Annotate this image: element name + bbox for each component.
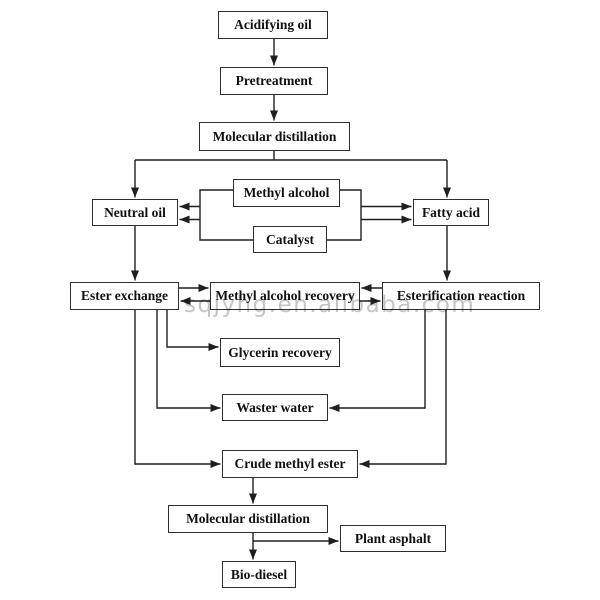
connector-methyl-catalyst-right-bracket: [327, 189, 412, 241]
node-methyl-alcohol-recovery: Methyl alcohol recovery: [210, 282, 360, 310]
connector-ester-to-waster: [156, 310, 221, 412]
node-fatty-acid: Fatty acid: [413, 199, 489, 226]
node-crude-methyl-ester: Crude methyl ester: [222, 450, 358, 478]
connector-ester-recovery-bidirectional: [179, 284, 210, 305]
connector-esterification-to-crude: [359, 310, 447, 468]
node-neutral-oil: Neutral oil: [92, 199, 178, 226]
node-glycerin-recovery: Glycerin recovery: [220, 338, 340, 367]
node-plant-asphalt: Plant asphalt: [340, 525, 446, 552]
node-bio-diesel: Bio-diesel: [222, 561, 296, 588]
connector-esterification-to-waster: [329, 310, 426, 412]
node-pretreatment: Pretreatment: [220, 67, 328, 95]
node-ester-exchange: Ester exchange: [70, 282, 179, 310]
node-molecular-distillation-1: Molecular distillation: [199, 122, 350, 151]
connector-distillation-split: [131, 151, 451, 198]
node-esterification-reaction: Esterification reaction: [382, 282, 540, 310]
connector-methyl-catalyst-left-bracket: [179, 189, 253, 241]
node-molecular-distillation-2: Molecular distillation: [168, 505, 328, 533]
connector-esterification-recovery-bidirectional: [360, 284, 382, 305]
node-waster-water: Waster water: [222, 394, 328, 421]
connector-ester-to-glycerin: [166, 310, 219, 351]
node-catalyst: Catalyst: [253, 226, 327, 253]
connector-ester-to-crude: [134, 310, 221, 468]
node-methyl-alcohol: Methyl alcohol: [233, 179, 340, 207]
node-acidifying-oil: Acidifying oil: [218, 11, 328, 39]
